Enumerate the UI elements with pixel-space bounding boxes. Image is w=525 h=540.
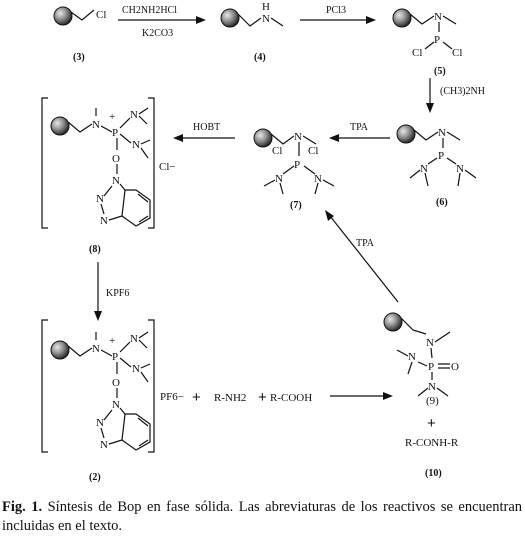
resin-bead bbox=[220, 8, 240, 28]
compound-3: Cl (3) bbox=[53, 6, 106, 63]
p-atom: P bbox=[434, 34, 440, 46]
reactants-row: + R-NH2 + R-COOH bbox=[192, 389, 393, 406]
n-atom: N bbox=[314, 173, 322, 185]
n-atom: N bbox=[456, 163, 464, 175]
compound-label-3: (3) bbox=[73, 52, 85, 63]
cl-atom: Cl bbox=[272, 145, 282, 157]
n-atom: N bbox=[130, 109, 138, 121]
arrow-step3: (CH3)2NH bbox=[426, 78, 485, 113]
resin-bead bbox=[53, 6, 73, 26]
n-atom: N bbox=[434, 11, 442, 23]
arrow-step2: PCl3 bbox=[300, 5, 376, 24]
figure-caption-text: Síntesis de Bop en fase sólida. Las abre… bbox=[2, 499, 523, 534]
reaction-scheme: Cl (3) CH2NH2HCl K2CO3 N H (4) PCl3 N P … bbox=[41, 1, 485, 483]
n-atom: N bbox=[408, 351, 416, 363]
n-atom: N bbox=[112, 399, 120, 411]
n-atom: N bbox=[92, 119, 100, 131]
cl-atom: Cl bbox=[96, 9, 106, 21]
plus-sign: + bbox=[427, 415, 436, 432]
compound-4: N H (4) bbox=[220, 1, 284, 63]
n-atom: N bbox=[438, 127, 446, 139]
compound-label-8: (8) bbox=[89, 244, 101, 255]
p-atom: P bbox=[294, 159, 300, 171]
reagent-step3: (CH3)2NH bbox=[440, 86, 485, 97]
n-atom: N bbox=[132, 363, 140, 375]
counter-ion-pf6: PF6− bbox=[160, 391, 184, 403]
amide-product: R-CONH-R bbox=[405, 437, 459, 449]
reagent-step2: PCl3 bbox=[326, 5, 346, 16]
arrow-step1: CH2NH2HCl K2CO3 bbox=[118, 5, 206, 39]
reagent-step1-bottom: K2CO3 bbox=[142, 28, 173, 39]
p-atom: P bbox=[438, 150, 444, 162]
plus-sign: + bbox=[192, 389, 201, 406]
counter-ion-cl: Cl− bbox=[159, 161, 176, 173]
compound-label-7: (7) bbox=[290, 200, 302, 211]
compound-7: N P Cl Cl N N (7) bbox=[253, 128, 335, 211]
compound-2: N P + N N O N N N PF6− (2) bbox=[41, 319, 184, 483]
compound-label-9: (9) bbox=[426, 395, 439, 407]
cl-atom: Cl bbox=[412, 47, 422, 59]
reagent-step7: TPA bbox=[356, 238, 375, 249]
o-atom: O bbox=[112, 153, 120, 165]
n-atom: N bbox=[100, 215, 108, 227]
figure-caption-label: Fig. 1. bbox=[2, 499, 43, 515]
n-atom: N bbox=[112, 175, 120, 187]
reagent-step1-top: CH2NH2HCl bbox=[122, 5, 177, 16]
cl-atom: Cl bbox=[452, 47, 462, 59]
figure-caption: Fig. 1. Síntesis de Bop en fase sólida. … bbox=[2, 498, 522, 536]
reagent-step5: HOBT bbox=[193, 122, 220, 133]
n-atom: N bbox=[100, 439, 108, 451]
plus-sign: + bbox=[258, 389, 267, 406]
compound-6: N P N N (6) bbox=[396, 124, 477, 208]
acid-reactant: R-COOH bbox=[270, 392, 312, 404]
compound-label-5: (5) bbox=[434, 66, 446, 77]
compound-label-10: (10) bbox=[425, 468, 442, 479]
amine-reactant: R-NH2 bbox=[214, 392, 246, 404]
n-atom: N bbox=[428, 381, 436, 393]
n-atom: N bbox=[96, 417, 104, 429]
arrow-step6: KPF6 bbox=[94, 262, 129, 321]
n-atom: N bbox=[420, 163, 428, 175]
resin-bead bbox=[50, 116, 70, 136]
resin-bead bbox=[396, 124, 416, 144]
p-atom: P bbox=[112, 351, 118, 363]
n-atom: N bbox=[294, 131, 302, 143]
n-atom: N bbox=[132, 139, 140, 151]
compound-label-2: (2) bbox=[89, 472, 101, 483]
arrow-step5: HOBT bbox=[173, 122, 235, 142]
resin-bead bbox=[383, 312, 403, 332]
compound-5: N P Cl Cl (5) bbox=[392, 8, 462, 77]
compound-9: N P O N N (9) + R-CONH-R (10) bbox=[383, 312, 459, 479]
compound-label-4: (4) bbox=[254, 52, 266, 63]
cl-atom: Cl bbox=[308, 145, 318, 157]
arrow-step7: TPA bbox=[325, 210, 399, 303]
compound-label-6: (6) bbox=[436, 197, 448, 208]
compound-8: N P + N N O N N N Cl− (8) bbox=[41, 97, 176, 255]
p-atom: P bbox=[428, 361, 434, 373]
resin-bead bbox=[253, 128, 273, 148]
n-atom: N bbox=[96, 193, 104, 205]
p-atom: P bbox=[112, 127, 118, 139]
n-atom: N bbox=[92, 343, 100, 355]
h-atom: H bbox=[262, 1, 270, 13]
arrow-step4: TPA bbox=[329, 122, 390, 142]
reagent-step4: TPA bbox=[350, 122, 369, 133]
o-atom: O bbox=[451, 361, 459, 373]
n-atom: N bbox=[275, 173, 283, 185]
o-atom: O bbox=[112, 377, 120, 389]
n-atom: N bbox=[426, 337, 434, 349]
n-atom: N bbox=[130, 333, 138, 345]
reagent-step6: KPF6 bbox=[106, 288, 129, 299]
resin-bead bbox=[50, 340, 70, 360]
resin-bead bbox=[392, 8, 412, 28]
plus-charge: + bbox=[109, 111, 115, 123]
plus-charge: + bbox=[109, 335, 115, 347]
n-atom: N bbox=[262, 13, 270, 25]
